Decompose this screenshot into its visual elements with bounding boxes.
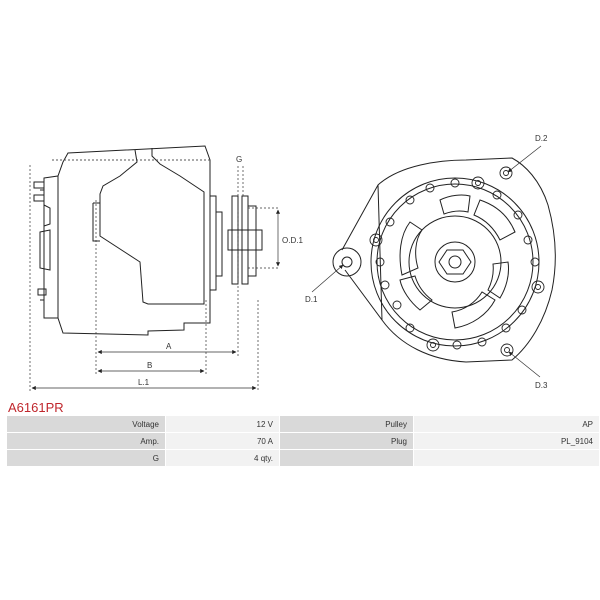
table-row: Amp. 70 A Plug PL_9104: [7, 433, 599, 449]
spec-label: Pulley: [280, 416, 413, 432]
spec-value: AP: [414, 416, 599, 432]
side-view-dimensions: [29, 165, 281, 392]
spec-label: [280, 450, 413, 466]
front-view: [332, 157, 556, 363]
spec-value: 4 qty.: [166, 450, 279, 466]
alternator-technical-drawing: A B L.1 G O.D.1: [29, 134, 556, 392]
part-code: A6161PR: [8, 400, 64, 415]
dim-label-b: B: [147, 361, 152, 370]
spec-value: 70 A: [166, 433, 279, 449]
spec-label: Plug: [280, 433, 413, 449]
front-view-leaders: [311, 145, 542, 378]
side-view: [33, 145, 263, 336]
spec-label: Amp.: [7, 433, 165, 449]
spec-value: 12 V: [166, 416, 279, 432]
dim-label-a: A: [166, 342, 172, 351]
dim-label-d3: D.3: [535, 381, 548, 390]
spec-value: [414, 450, 599, 466]
dim-label-d2: D.2: [535, 134, 548, 143]
dim-label-l1: L.1: [138, 378, 150, 387]
dim-label-od1: O.D.1: [282, 236, 303, 245]
specs-table: Voltage 12 V Pulley AP Amp. 70 A Plug PL…: [6, 415, 600, 467]
dim-label-d1: D.1: [305, 295, 318, 304]
dim-label-g: G: [236, 155, 242, 164]
spec-value: PL_9104: [414, 433, 599, 449]
spec-label: Voltage: [7, 416, 165, 432]
front-view-bolt-holes: [369, 166, 545, 357]
table-row: Voltage 12 V Pulley AP: [7, 416, 599, 432]
spec-label: G: [7, 450, 165, 466]
table-row: G 4 qty.: [7, 450, 599, 466]
